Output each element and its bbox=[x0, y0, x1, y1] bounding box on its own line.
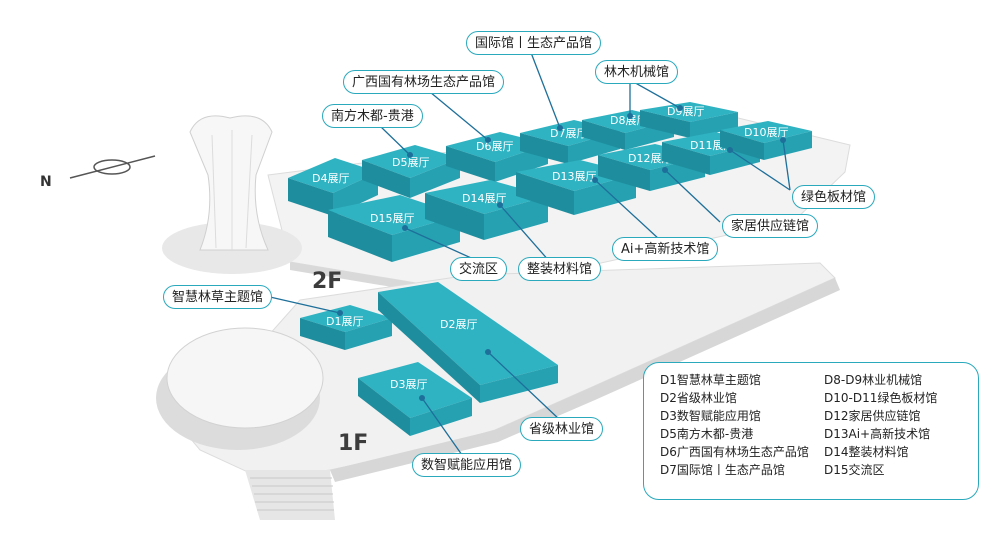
callout-digital[interactable]: 数智赋能应用馆 bbox=[412, 453, 522, 477]
svg-text:D15展厅: D15展厅 bbox=[370, 212, 414, 225]
svg-text:D8展厅: D8展厅 bbox=[610, 114, 647, 127]
hall-d3[interactable]: D3展厅 bbox=[358, 362, 472, 436]
callout-green[interactable]: 绿色板材馆 bbox=[792, 185, 876, 209]
leader-dots bbox=[337, 105, 786, 401]
svg-text:D7展厅: D7展厅 bbox=[550, 127, 587, 140]
svg-text:D2展厅: D2展厅 bbox=[440, 318, 477, 331]
round-stage-top bbox=[166, 327, 324, 429]
hall-d2[interactable]: D2展厅 bbox=[378, 282, 558, 403]
hall-d4[interactable]: D4展厅 bbox=[288, 158, 378, 216]
legend-item: D15交流区 bbox=[824, 463, 885, 477]
floor-2f-label: 2F bbox=[312, 269, 342, 294]
callout-exchange[interactable]: 交流区 bbox=[450, 257, 508, 281]
callout-materials[interactable]: 整装材料馆 bbox=[518, 257, 602, 281]
leader-lines bbox=[269, 49, 791, 456]
svg-text:D5展厅: D5展厅 bbox=[392, 156, 429, 169]
legend-item: D12家居供应链馆 bbox=[824, 409, 921, 423]
legend-item: D8-D9林业机械馆 bbox=[824, 373, 923, 387]
svg-text:D13展厅: D13展厅 bbox=[552, 170, 596, 183]
hall-d9[interactable]: D9展厅 bbox=[640, 102, 738, 138]
callout-ai[interactable]: Ai+高新技术馆 bbox=[612, 237, 719, 261]
callout-machinery[interactable]: 林木机械馆 bbox=[595, 60, 679, 84]
callout-home[interactable]: 家居供应链馆 bbox=[722, 214, 819, 238]
legend-item: D3数智赋能应用馆 bbox=[660, 409, 761, 423]
legend-item: D13Ai+高新技术馆 bbox=[824, 427, 931, 441]
hall-d10[interactable]: D10展厅 bbox=[720, 121, 812, 160]
svg-text:D9展厅: D9展厅 bbox=[667, 105, 704, 118]
callout-international[interactable]: 国际馆丨生态产品馆 bbox=[466, 31, 602, 55]
compass: N bbox=[40, 155, 156, 190]
svg-text:D6展厅: D6展厅 bbox=[476, 140, 513, 153]
hall-d1[interactable]: D1展厅 bbox=[300, 305, 392, 350]
svg-text:D12展厅: D12展厅 bbox=[628, 152, 672, 165]
legend-column-right: D8-D9林业机械馆 D10-D11绿色板材馆 D12家居供应链馆 D13Ai+… bbox=[824, 371, 937, 479]
legend-item: D5南方木都-贵港 bbox=[660, 427, 754, 441]
1f-platform-edge bbox=[330, 278, 840, 482]
svg-text:D14展厅: D14展厅 bbox=[462, 192, 506, 205]
svg-text:D4展厅: D4展厅 bbox=[312, 172, 349, 185]
legend-box: D1智慧林草主题馆 D2省级林业馆 D3数智赋能应用馆 D5南方木都-贵港 D6… bbox=[643, 362, 979, 500]
callout-smart[interactable]: 智慧林草主题馆 bbox=[163, 285, 273, 309]
legend-item: D7国际馆丨生态产品馆 bbox=[660, 463, 785, 477]
legend-item: D14整装材料馆 bbox=[824, 445, 909, 459]
stairs-lines bbox=[250, 477, 334, 511]
legend-item: D10-D11绿色板材馆 bbox=[824, 391, 938, 405]
callout-guangxi[interactable]: 广西国有林场生态产品馆 bbox=[343, 70, 505, 94]
svg-text:D10展厅: D10展厅 bbox=[744, 126, 788, 139]
callout-south[interactable]: 南方木都-贵港 bbox=[322, 104, 423, 128]
legend-column-left: D1智慧林草主题馆 D2省级林业馆 D3数智赋能应用馆 D5南方木都-贵港 D6… bbox=[660, 371, 809, 479]
legend-item: D6广西国有林场生态产品馆 bbox=[660, 445, 809, 459]
svg-text:D3展厅: D3展厅 bbox=[390, 378, 427, 391]
tower-ribs bbox=[211, 130, 253, 250]
legend-item: D1智慧林草主题馆 bbox=[660, 373, 761, 387]
hall-d5[interactable]: D5展厅 bbox=[362, 145, 460, 198]
north-label: N bbox=[40, 174, 52, 190]
svg-text:D1展厅: D1展厅 bbox=[326, 315, 363, 328]
callout-provincial[interactable]: 省级林业馆 bbox=[520, 417, 604, 441]
floor-1f-label: 1F bbox=[338, 431, 368, 456]
stairs bbox=[245, 470, 335, 520]
legend-item: D2省级林业馆 bbox=[660, 391, 737, 405]
